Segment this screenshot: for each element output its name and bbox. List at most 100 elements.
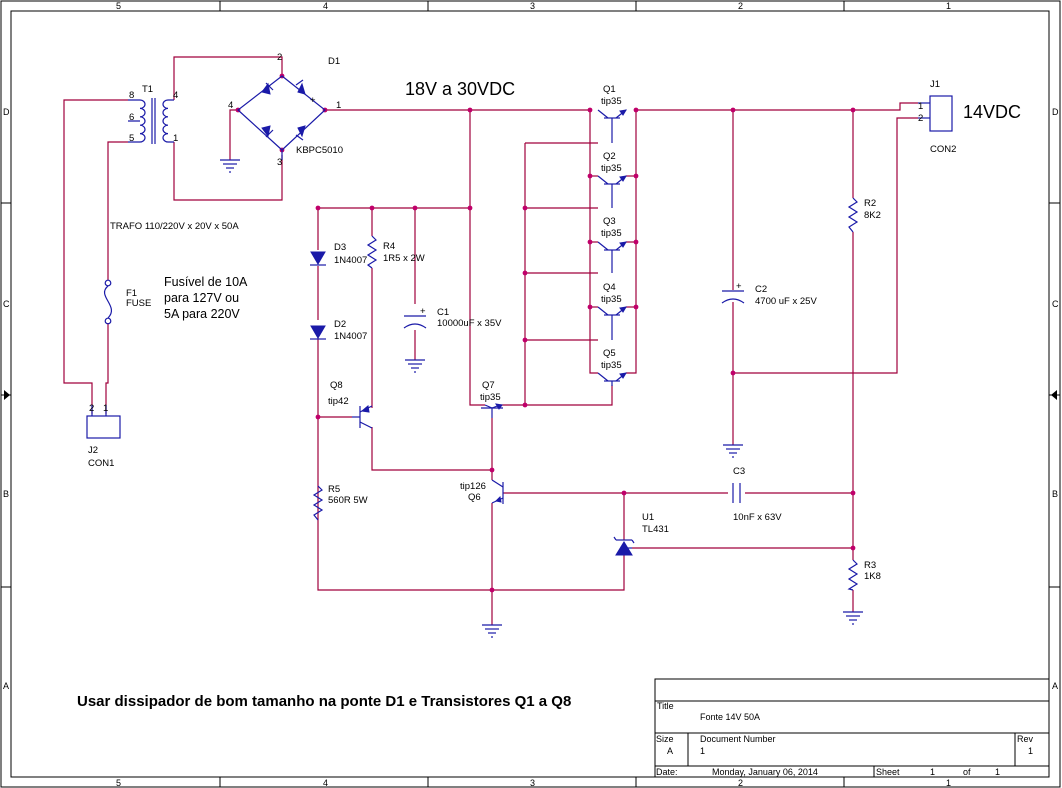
q1-value: tip35 (601, 96, 622, 107)
frame-column-labels: 5 4 3 2 1 5 4 3 2 1 (116, 1, 951, 788)
r3-ref: R3 (864, 560, 876, 571)
u1-ref: U1 (642, 512, 654, 523)
transformer-t1 (128, 98, 174, 144)
j1-ref: J1 (930, 79, 940, 90)
svg-text:+: + (310, 95, 316, 106)
r5-value: 560R 5W (328, 495, 368, 506)
transistor-q1 (597, 109, 627, 143)
d1-pin: 3 (277, 157, 282, 168)
t1-pin: 5 (129, 133, 134, 144)
resistor-r2 (847, 197, 859, 233)
d1-pin: 2 (277, 52, 282, 63)
q7-value: tip35 (480, 392, 501, 403)
col-label: 3 (530, 1, 535, 11)
d1-value: KBPC5010 (296, 145, 343, 156)
col-label: 5 (116, 778, 121, 788)
sheet-value: 1 (930, 767, 935, 777)
frame-row-labels: D C B A D C B A (3, 107, 1059, 691)
size-label: Size (656, 734, 674, 744)
transistor-q4 (597, 306, 627, 340)
q8-ref: Q8 (330, 380, 343, 391)
f1-value: FUSE (126, 298, 151, 309)
col-label: 3 (530, 778, 535, 788)
q4-value: tip35 (601, 294, 622, 305)
d1-ref: D1 (328, 56, 340, 67)
title-block (654, 678, 1050, 778)
t1-pin: 4 (173, 90, 178, 101)
q2-value: tip35 (601, 163, 622, 174)
c2-value: 4700 uF x 25V (755, 296, 817, 307)
r3-value: 1K8 (864, 571, 881, 582)
sheet-label: Sheet (876, 767, 900, 777)
d2-ref: D2 (334, 319, 346, 330)
f1-ref: F1 (126, 288, 137, 299)
c3-ref: C3 (733, 466, 745, 477)
sheets-value: 1 (995, 767, 1000, 777)
transistor-q5 (597, 372, 627, 386)
transistor-q2 (597, 175, 627, 208)
j2-value: CON1 (88, 458, 114, 469)
transistor-q6 (491, 479, 504, 504)
t1-value: TRAFO 110/220V x 20V x 50A (110, 221, 239, 232)
date-label: Date: (656, 767, 678, 777)
t1-pin: 8 (129, 90, 134, 101)
capacitor-c2: + (721, 281, 745, 458)
j2-ref: J2 (88, 445, 98, 456)
row-label: C (3, 299, 10, 309)
d3-value: 1N4007 (334, 255, 367, 266)
col-label: 1 (946, 778, 951, 788)
junction-dots (235, 73, 856, 593)
capacitor-c1: + (403, 306, 427, 373)
c2-ref: C2 (755, 284, 767, 295)
row-label: C (1052, 299, 1059, 309)
fuse-note-line2: para 127V ou (164, 291, 239, 305)
q5-value: tip35 (601, 360, 622, 371)
d2-value: 1N4007 (334, 331, 367, 342)
d3-ref: D3 (334, 242, 346, 253)
r4-value: 1R5 x 2W (383, 253, 425, 264)
diode-d3 (310, 251, 326, 266)
shunt-regulator-u1 (613, 536, 635, 556)
of-label: of (963, 767, 971, 777)
docnum-value: 1 (700, 746, 705, 756)
wires (63, 56, 918, 625)
fuse-f1 (104, 279, 112, 325)
transistor-q3 (597, 241, 627, 273)
heatsink-note: Usar dissipador de bom tamanho na ponte … (77, 693, 571, 710)
col-label: 5 (116, 1, 121, 11)
input-voltage-label: 18V a 30VDC (405, 79, 515, 99)
ground-symbol (482, 624, 502, 638)
d1-pin: 4 (228, 100, 233, 111)
row-label: D (3, 107, 10, 117)
connector-j1 (918, 95, 953, 132)
rev-value: 1 (1028, 746, 1033, 756)
svg-text:+: + (420, 306, 426, 317)
q6-value: tip126 (460, 481, 486, 492)
capacitor-c3 (732, 483, 741, 503)
col-label: 4 (323, 1, 328, 11)
col-label: 4 (323, 778, 328, 788)
r4-ref: R4 (383, 241, 395, 252)
r2-value: 8K2 (864, 210, 881, 221)
t1-ref: T1 (142, 84, 153, 95)
j2-pin: 2 (89, 403, 94, 414)
output-voltage-label: 14VDC (963, 102, 1021, 122)
transistor-q7 (481, 403, 503, 418)
resistor-r4 (366, 235, 378, 269)
resistor-r5 (312, 485, 324, 521)
col-label: 1 (946, 1, 951, 11)
svg-text:+: + (736, 281, 742, 292)
q5-ref: Q5 (603, 348, 616, 359)
j1-pin: 2 (918, 113, 923, 124)
c1-value: 10000uF x 35V (437, 318, 502, 329)
diode-d2 (310, 325, 326, 340)
rev-label: Rev (1017, 734, 1034, 744)
row-label: D (1052, 107, 1059, 117)
u1-value: TL431 (642, 524, 669, 535)
t1-pin: 1 (173, 133, 178, 144)
c1-ref: C1 (437, 307, 449, 318)
title-value: Fonte 14V 50A (700, 712, 760, 722)
q7-ref: Q7 (482, 380, 495, 391)
docnum-label: Document Number (700, 734, 776, 744)
